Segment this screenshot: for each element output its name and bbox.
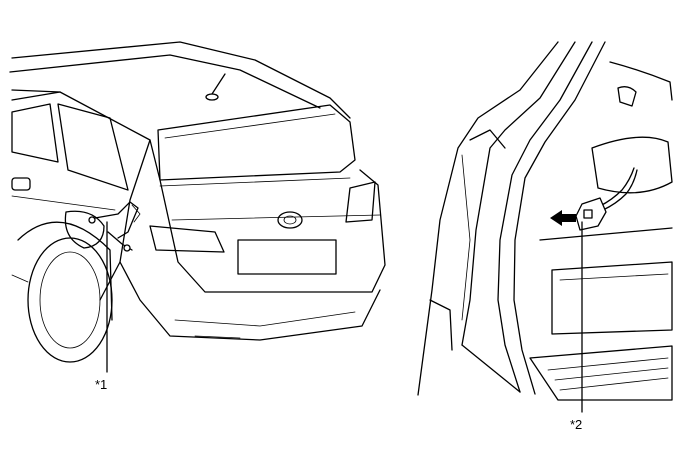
luggage-compartment-view: [417, 41, 673, 401]
vehicle-rear-view: [9, 41, 386, 363]
tailgate: [149, 139, 386, 293]
side-window-front: [11, 103, 59, 163]
rear-bumper: [119, 261, 381, 341]
roof-line: [11, 41, 351, 119]
tail-lamp-left: [149, 225, 225, 253]
callout-2: *2: [570, 417, 582, 432]
weatherstrip: [497, 41, 593, 393]
emblem: [277, 211, 303, 229]
rear-window: [157, 104, 356, 181]
wire-harness: [599, 167, 635, 207]
side-window-rear: [57, 103, 129, 191]
floor-panel: [551, 261, 673, 335]
side-trim-panel: [609, 61, 673, 101]
disconnect-arrow-icon: [550, 210, 576, 226]
license-plate: [237, 239, 337, 275]
tail-lamp-right: [345, 181, 376, 223]
callout-1: *1: [95, 377, 107, 392]
antenna: [211, 73, 226, 95]
fuel-lid: [64, 210, 105, 249]
connector-assembly-1: [88, 201, 141, 252]
d-pillar: [417, 41, 559, 396]
roof-rail: [9, 54, 321, 109]
side-body: [11, 91, 151, 301]
scuff-plate: [529, 345, 673, 401]
